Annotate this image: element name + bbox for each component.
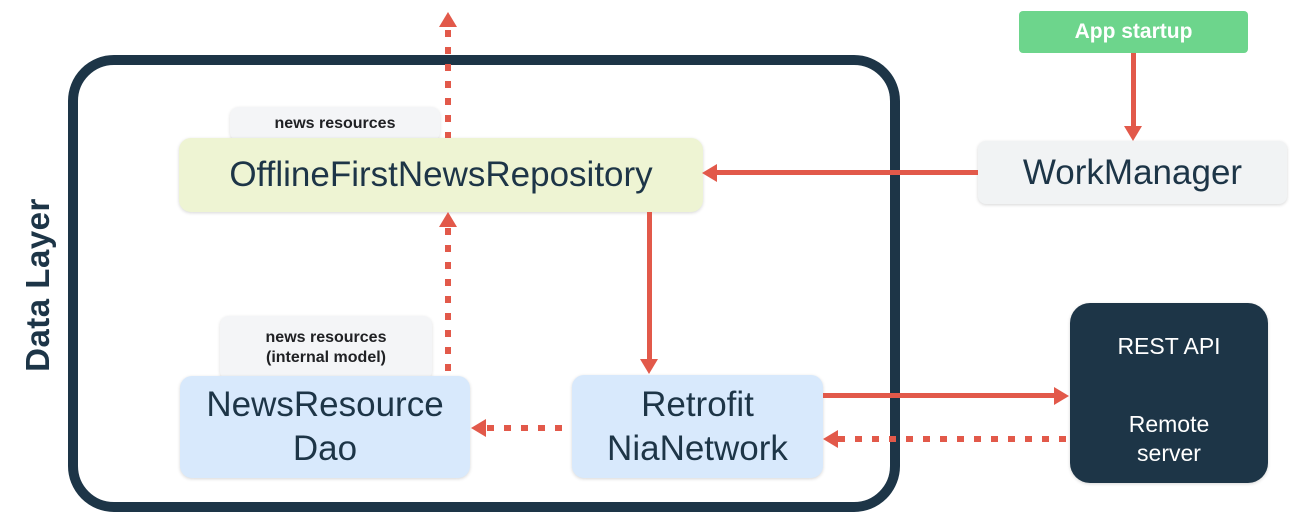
data-layer-label: Data Layer — [19, 198, 56, 372]
repository-tag: news resources — [230, 107, 440, 141]
arrow-repository-to-network-head — [640, 359, 658, 374]
offline-first-news-repository-node: OfflineFirstNewsRepository — [179, 138, 703, 212]
network-label-line2: NiaNetwork — [607, 428, 788, 468]
dao-label-line1: NewsResource — [206, 385, 444, 424]
app-startup-label: App startup — [1074, 20, 1193, 43]
arrow-dao-to-repository-head — [439, 212, 457, 227]
remote-server-label: Remote server — [1129, 410, 1210, 468]
dao-tag-line1: news resources — [265, 329, 387, 346]
arrow-workmanager-to-repository-line — [717, 170, 978, 175]
arrow-appstartup-to-workmanager-line — [1131, 53, 1136, 128]
news-resource-dao-node: NewsResource Dao — [180, 376, 470, 478]
repository-tag-text: news resources — [274, 115, 396, 132]
arrow-repository-to-ui-head — [439, 12, 457, 27]
arrow-dao-to-repository-dotted-line — [445, 228, 451, 374]
dao-label-line2: Dao — [292, 429, 358, 468]
retrofit-nianetwork-node: Retrofit NiaNetwork — [572, 375, 823, 478]
workmanager-label: WorkManager — [1022, 152, 1243, 192]
arrow-network-to-dao-dotted-line — [487, 425, 572, 431]
arrow-remote-to-network-head — [823, 430, 838, 448]
dao-tag: news resources (internal model) — [220, 316, 432, 380]
dao-tag-line2: (internal model) — [265, 349, 386, 366]
repository-label: OfflineFirstNewsRepository — [229, 155, 653, 194]
arrow-network-to-dao-head — [471, 419, 486, 437]
arrow-repository-to-ui-dotted-line — [445, 30, 451, 138]
arrow-repository-to-network-line — [647, 212, 652, 360]
app-startup-node: App startup — [1019, 11, 1248, 53]
remote-line1: Remote — [1128, 411, 1210, 437]
arrow-network-to-remote-line — [823, 393, 1055, 398]
arrow-workmanager-to-repository-head — [702, 164, 717, 182]
remote-server-node: REST API Remote server — [1070, 303, 1268, 483]
workmanager-node: WorkManager — [978, 141, 1287, 204]
arrow-remote-to-network-dotted-line — [838, 436, 1070, 442]
arrow-network-to-remote-head — [1054, 387, 1069, 405]
remote-line2: server — [1137, 440, 1201, 466]
network-label-line1: Retrofit — [641, 384, 754, 424]
data-layer-container — [68, 55, 900, 512]
arrow-appstartup-to-workmanager-head — [1124, 126, 1142, 141]
rest-api-label: REST API — [1117, 333, 1221, 359]
